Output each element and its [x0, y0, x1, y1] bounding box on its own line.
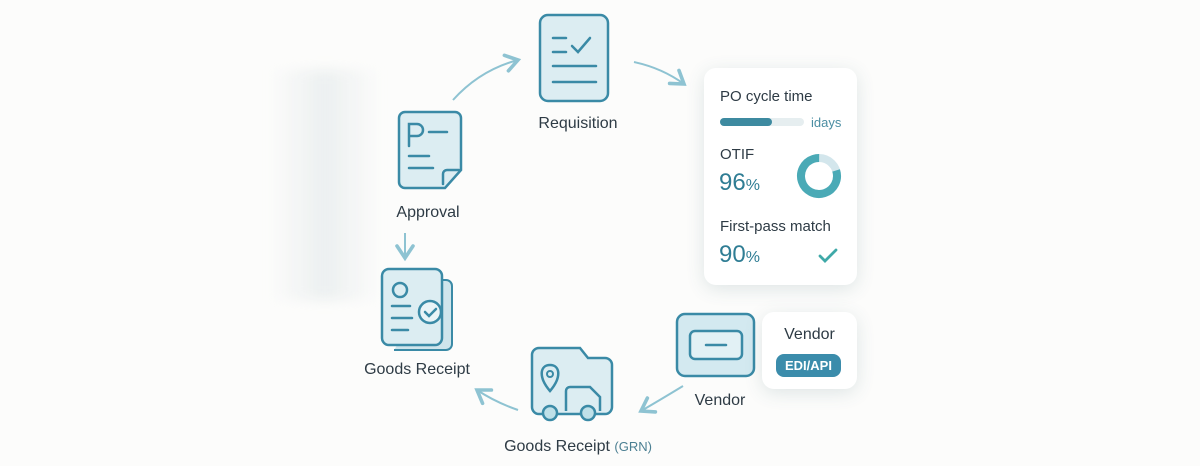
po-cycle-time-unit: idays [811, 115, 842, 130]
arrow-approval-to-requisition [452, 53, 522, 101]
po-cycle-time-bar [720, 118, 804, 126]
edi-api-badge: EDI/API [776, 354, 841, 377]
requisition-label: Requisition [538, 115, 618, 132]
otif-number: 96 [719, 169, 746, 196]
truck-location-icon [530, 346, 614, 422]
grn-label-text: Goods Receipt [504, 438, 610, 455]
first-pass-value: 90% [719, 241, 760, 269]
first-pass-suffix: % [745, 249, 760, 266]
arrow-requisition-to-metrics [633, 61, 687, 86]
document-p-icon [397, 110, 463, 190]
otif-suffix: % [745, 177, 760, 194]
goods-receipt-label: Goods Receipt [364, 361, 470, 378]
vendor-card: Vendor EDI/API [762, 312, 857, 389]
otif-value: 96% [719, 169, 760, 197]
po-cycle-time-title: PO cycle time [720, 88, 813, 105]
document-badge-icon [380, 267, 453, 351]
vendor-label: Vendor [694, 392, 746, 409]
background-shelf [270, 70, 380, 300]
card-icon [675, 312, 756, 378]
otif-donut [797, 154, 841, 198]
grn-label-sub: (GRN) [614, 439, 652, 454]
check-icon [818, 248, 838, 263]
first-pass-title: First-pass match [720, 218, 831, 235]
arrow-vendor-to-grn [638, 385, 684, 414]
vendor-card-title: Vendor [784, 326, 835, 343]
otif-title: OTIF [720, 146, 755, 163]
grn-label: Goods Receipt (GRN) [504, 438, 652, 456]
metrics-card: PO cycle time idays OTIF 96% First-pass … [704, 68, 857, 285]
po-cycle-time-fill [720, 118, 773, 126]
otif-donut-arc [797, 154, 841, 198]
approval-label: Approval [396, 204, 460, 221]
arrow-grn-to-goods-receipt [474, 388, 519, 411]
document-check-icon [538, 13, 610, 103]
first-pass-number: 90 [719, 241, 746, 268]
